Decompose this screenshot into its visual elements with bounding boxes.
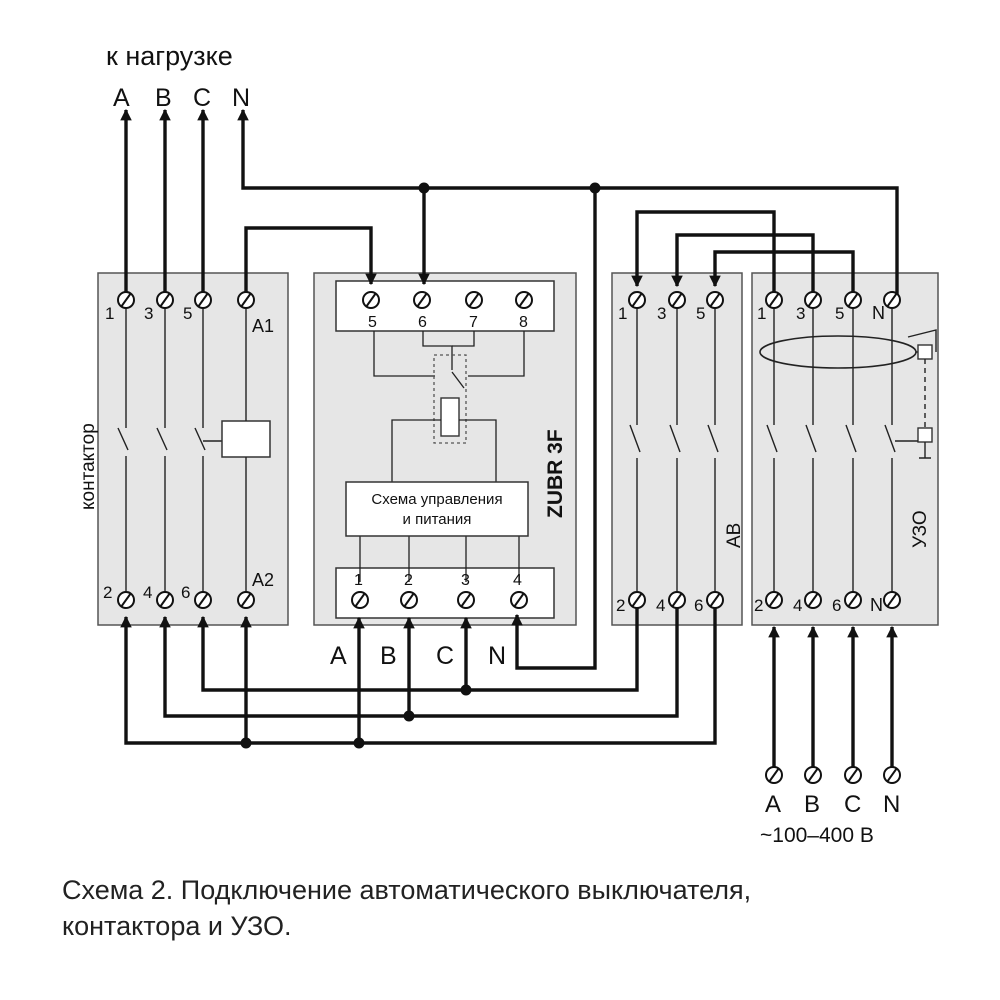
relay-input-b: B bbox=[380, 642, 397, 670]
relay-top-6: 6 bbox=[418, 314, 427, 331]
screw-slot bbox=[768, 767, 780, 783]
rcd-top-n: N bbox=[872, 303, 885, 323]
screw-slot bbox=[631, 592, 643, 608]
screw-slot bbox=[197, 292, 209, 308]
screw-slot bbox=[886, 767, 898, 783]
contactor-internals bbox=[117, 300, 271, 600]
rcd-bottom-n: N bbox=[870, 595, 883, 615]
breaker-bottom-6: 6 bbox=[694, 596, 703, 615]
contactor-bottom-2: 2 bbox=[103, 583, 112, 602]
relay-bottom-4: 4 bbox=[513, 572, 522, 589]
junction-dots bbox=[240, 182, 601, 749]
screw-slot bbox=[159, 292, 171, 308]
rcd-top-5: 5 bbox=[835, 304, 844, 323]
relay-internals bbox=[359, 331, 525, 582]
screw-slot bbox=[365, 292, 377, 308]
supply-phase-n: N bbox=[883, 791, 900, 818]
relay-bottom-2: 2 bbox=[404, 572, 413, 589]
rcd-internals bbox=[759, 300, 937, 600]
screw-slot bbox=[807, 767, 819, 783]
rcd-bottom-6: 6 bbox=[832, 596, 841, 615]
load-phase-n: N bbox=[232, 84, 250, 112]
screw-slot bbox=[416, 292, 428, 308]
screw-slot bbox=[847, 767, 859, 783]
contactor-bottom-4: 4 bbox=[143, 583, 152, 602]
screw-slot bbox=[768, 292, 780, 308]
breaker-bottom-4: 4 bbox=[656, 596, 665, 615]
screw-slot bbox=[513, 592, 525, 608]
relay-control-label-2: и питания bbox=[403, 511, 472, 528]
screw-slot bbox=[671, 292, 683, 308]
screw-slot bbox=[807, 592, 819, 608]
screw-slot bbox=[886, 292, 898, 308]
breaker-top-5: 5 bbox=[696, 304, 705, 323]
figure-caption: Схема 2. Подключение автоматического вык… bbox=[62, 872, 962, 944]
contactor-top-1: 1 bbox=[105, 304, 114, 323]
contactor-bottom-a2: A2 bbox=[252, 570, 274, 590]
load-phase-c: C bbox=[193, 84, 211, 112]
screw-slot bbox=[354, 592, 366, 608]
screw-slot bbox=[631, 292, 643, 308]
wiring bbox=[120, 108, 899, 770]
load-title: к нагрузке bbox=[106, 41, 233, 71]
rcd-bottom-2: 2 bbox=[754, 596, 763, 615]
rcd-top-1: 1 bbox=[757, 304, 766, 323]
relay-input-n: N bbox=[488, 642, 506, 670]
screw-slot bbox=[159, 592, 171, 608]
relay-control-block bbox=[345, 481, 529, 537]
screw-slot bbox=[847, 292, 859, 308]
screw-slot bbox=[709, 592, 721, 608]
breaker-name: АВ bbox=[724, 523, 745, 548]
screw-slot bbox=[120, 592, 132, 608]
screw-slot bbox=[240, 292, 252, 308]
rcd-name: УЗО bbox=[910, 510, 931, 548]
screw-slot bbox=[468, 292, 480, 308]
breaker-bottom-2: 2 bbox=[616, 596, 625, 615]
contactor-top-a1: A1 bbox=[252, 316, 274, 336]
breaker-internals bbox=[629, 300, 719, 600]
load-phase-a: A bbox=[113, 84, 130, 112]
screw-slot bbox=[671, 592, 683, 608]
load-phase-b: B bbox=[155, 84, 172, 112]
contactor-bottom-6: 6 bbox=[181, 583, 190, 602]
screw-slot bbox=[197, 592, 209, 608]
supply-phase-b: B bbox=[804, 791, 820, 818]
screw-terminals bbox=[117, 291, 901, 784]
breaker-top-3: 3 bbox=[657, 304, 666, 323]
supply-voltage: ~100–400 В bbox=[760, 824, 874, 847]
relay-bottom-3: 3 bbox=[461, 572, 470, 589]
relay-top-7: 7 bbox=[469, 314, 478, 331]
screw-slot bbox=[240, 592, 252, 608]
relay-control-label-1: Схема управления bbox=[371, 491, 502, 508]
screw-slot bbox=[807, 292, 819, 308]
relay-top-5: 5 bbox=[368, 314, 377, 331]
rcd-top-3: 3 bbox=[796, 304, 805, 323]
contactor-name: контактор bbox=[78, 423, 99, 510]
relay-bottom-1: 1 bbox=[354, 572, 363, 589]
screw-slot bbox=[709, 292, 721, 308]
contactor-top-3: 3 bbox=[144, 304, 153, 323]
screw-slot bbox=[768, 592, 780, 608]
relay-top-8: 8 bbox=[519, 314, 528, 331]
supply-phase-c: C bbox=[844, 791, 861, 818]
rcd-bottom-4: 4 bbox=[793, 596, 802, 615]
relay-name: ZUBR 3F bbox=[544, 429, 567, 518]
relay-input-c: C bbox=[436, 642, 454, 670]
rcd-module bbox=[751, 272, 939, 626]
screw-slot bbox=[847, 592, 859, 608]
screw-slot bbox=[518, 292, 530, 308]
caption-line-2: контактора и УЗО. bbox=[62, 911, 292, 941]
relay-input-a: A bbox=[330, 642, 347, 670]
screw-slot bbox=[460, 592, 472, 608]
screw-slot bbox=[120, 292, 132, 308]
caption-line-1: Схема 2. Подключение автоматического вык… bbox=[62, 875, 752, 905]
supply-phase-a: A bbox=[765, 791, 781, 818]
screw-slot bbox=[886, 592, 898, 608]
screw-slot bbox=[403, 592, 415, 608]
breaker-top-1: 1 bbox=[618, 304, 627, 323]
contactor-top-5: 5 bbox=[183, 304, 192, 323]
